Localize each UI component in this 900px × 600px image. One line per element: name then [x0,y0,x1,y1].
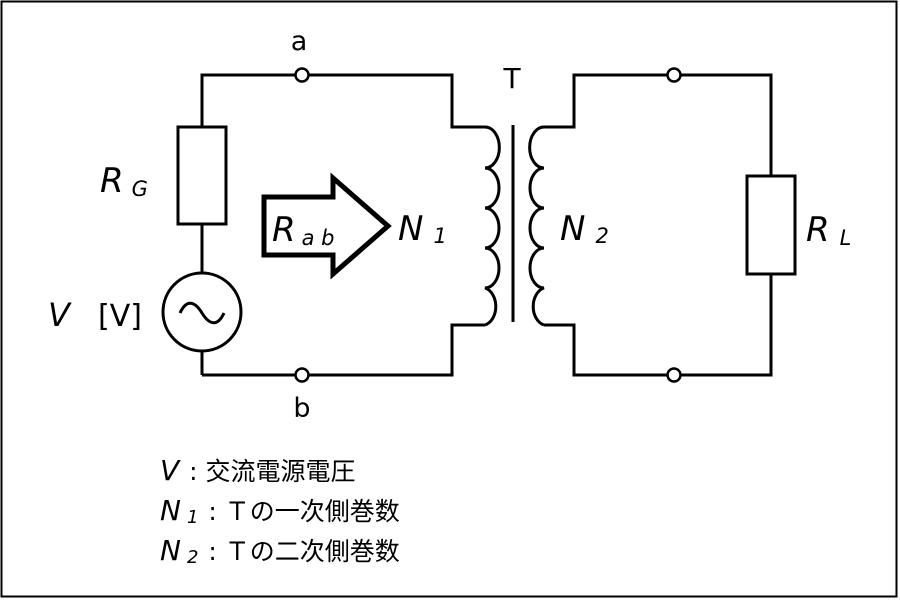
n2-label-sub: 2 [595,224,608,248]
terminal-a-label: a [291,26,308,57]
legend-symbol-n2: N [160,534,181,567]
secondary-bottom-wire-right [680,274,773,377]
legend-text-v: : 交流電源電圧 [189,457,355,486]
source-unit-label: [V] [98,299,142,334]
ac-source-wave-icon [178,301,226,325]
terminal-secondary-top [666,67,682,83]
transformer-label: T [502,62,521,95]
source-symbol-label: V [48,296,72,334]
rab-arrow [261,172,392,280]
secondary-top-wire-right [680,73,773,176]
legend-symbol-n1: N [160,494,181,527]
secondary-bottom-wire-left [544,323,667,377]
resistor-rg [176,125,228,226]
legend-sub-n1: 1 [187,507,198,528]
primary-circuit [161,73,501,377]
rl-label-main: R [806,210,830,250]
secondary-top-wire-left [544,73,667,129]
legend-text-n2: : Ｔの二次側巻数 [208,537,399,566]
primary-coil [484,125,501,327]
terminal-b [294,367,310,383]
rab-label-sub: a b [302,226,335,250]
n2-label-main: N [560,209,585,249]
terminal-secondary-bottom [666,367,682,383]
legend-text-n1: : Ｔの一次側巻数 [208,497,399,526]
terminal-a [294,67,310,83]
primary-bottom-wire-right [308,323,485,377]
n1-label-main: N [398,209,423,249]
rab-label-main: R [272,210,296,250]
rl-label-sub: L [840,226,852,250]
legend-symbol-v: V [160,454,181,487]
resistor-rl [745,174,797,276]
terminal-b-label: b [293,393,310,424]
secondary-coil [528,125,545,327]
legend-sub-n2: 2 [187,547,198,568]
n1-label-sub: 1 [433,224,446,248]
secondary-circuit [528,73,797,377]
primary-top-wire [200,73,296,127]
terminals [294,67,682,383]
primary-top-wire-right [308,73,485,129]
legend-row-v: V : 交流電源電圧 [160,454,356,487]
rg-label-main: R [100,161,124,201]
rg-label-sub: G [132,177,148,201]
